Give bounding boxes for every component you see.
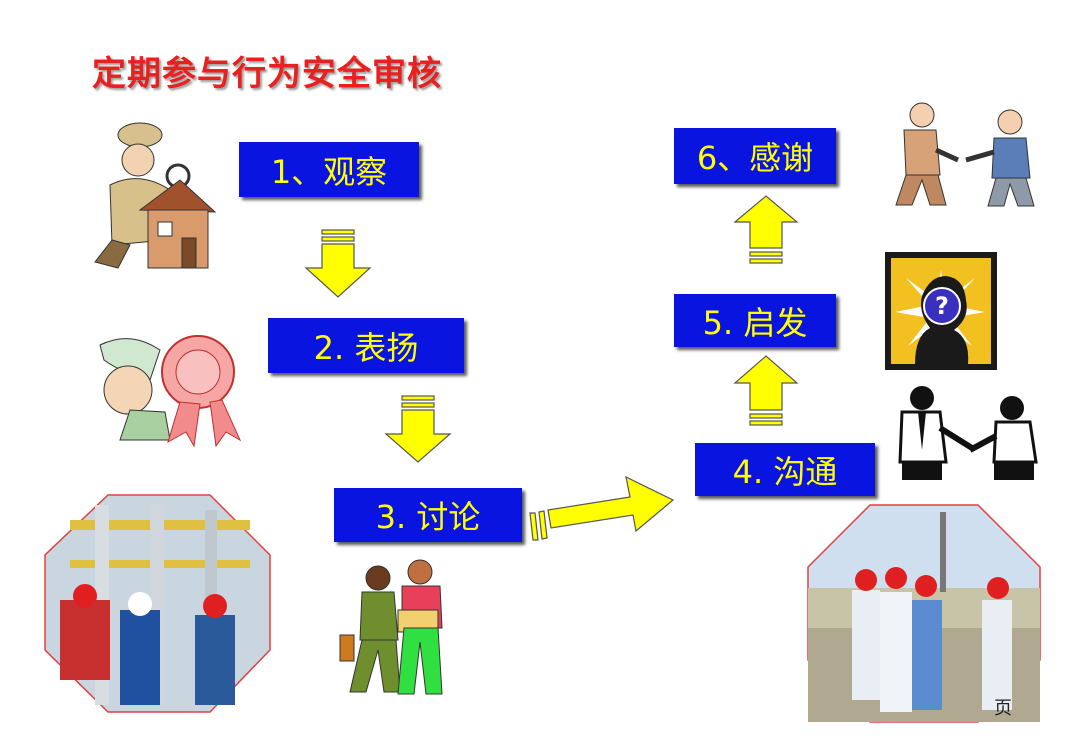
step-inspire: 5. 启发 bbox=[674, 294, 836, 347]
step-label: 6、感谢 bbox=[696, 139, 814, 177]
page-number-label: 页 bbox=[994, 698, 1012, 719]
step-label: 3. 讨论 bbox=[375, 498, 481, 536]
arrow-up-5 bbox=[733, 195, 799, 264]
two-men-image bbox=[339, 559, 443, 695]
arrow-up-4 bbox=[733, 355, 799, 426]
detective-house-image bbox=[94, 122, 217, 269]
award-ribbon-image bbox=[99, 335, 242, 448]
step-praise: 2. 表扬 bbox=[268, 318, 464, 373]
step-observe: 1、观察 bbox=[239, 142, 419, 197]
step-label: 5. 启发 bbox=[702, 303, 808, 342]
step-discuss: 3. 讨论 bbox=[334, 488, 522, 542]
arrow-down-1 bbox=[304, 229, 372, 298]
arrow-right-3 bbox=[529, 475, 675, 541]
arrow-down-2 bbox=[384, 395, 452, 463]
svg-text:?: ? bbox=[935, 292, 949, 320]
step-label: 1、观察 bbox=[270, 152, 388, 191]
greeting-silhouette-image bbox=[898, 386, 1038, 480]
refinery-workers-photo bbox=[44, 494, 271, 713]
step-label: 4. 沟通 bbox=[732, 452, 838, 491]
site-workers-photo bbox=[807, 504, 1041, 723]
step-thank: 6、感谢 bbox=[674, 128, 836, 184]
step-communicate: 4. 沟通 bbox=[695, 443, 875, 496]
step-label: 2. 表扬 bbox=[313, 328, 419, 367]
question-head-image: ? bbox=[885, 252, 997, 370]
slide-title: 定期参与行为安全审核 bbox=[92, 54, 442, 94]
handshake-image bbox=[895, 102, 1035, 207]
